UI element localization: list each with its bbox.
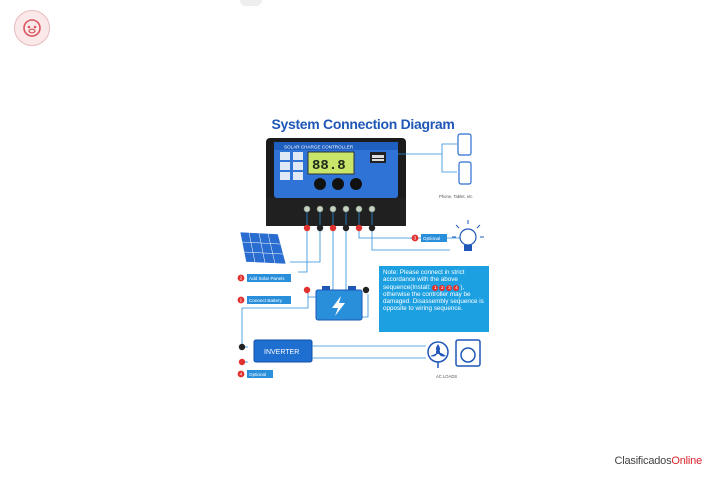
lcd-screen — [307, 151, 355, 175]
phone-icon — [458, 161, 472, 185]
brand-watermark: ClasificadosOnline — [614, 455, 702, 467]
step-2-number: 2 — [240, 276, 243, 281]
step-4-label: Optional — [249, 372, 266, 377]
step-4-number: 4 — [240, 372, 243, 377]
note-seq-2: 2 — [439, 284, 446, 291]
step-tag-3 — [411, 234, 447, 242]
controller-button-1 — [314, 178, 326, 190]
solar-panel-icon — [239, 231, 287, 265]
inverter-box — [253, 339, 313, 363]
lcd-readout: 88.8 — [312, 158, 346, 174]
step-1-label: Connect Battery — [249, 298, 283, 303]
fan-icon — [427, 341, 449, 368]
note-text-post: ), otherwise the controller may be damag… — [383, 283, 484, 313]
diagram-title: System Connection Diagram — [271, 116, 455, 132]
note-seq-3: 3 — [446, 284, 453, 291]
brand-main: Clasificados — [614, 455, 672, 467]
pig-logo-icon — [23, 19, 41, 37]
step-tag-4 — [237, 370, 273, 378]
step-tag-2 — [237, 274, 291, 282]
brand-accent: Online — [671, 455, 702, 467]
ac-loads-label: AC LOADS — [436, 374, 457, 379]
controller-button-3 — [350, 178, 362, 190]
washing-machine-icon — [455, 339, 481, 367]
controller-label: SOLAR CHARGE CONTROLLER — [284, 145, 354, 150]
step-1-number: 1 — [240, 298, 243, 303]
note-seq-4: 4 — [453, 284, 460, 291]
note-seq-1: 1 — [432, 284, 439, 291]
note-text-pre: Note: Please connect in strict accordanc… — [383, 269, 465, 291]
inverter-label: INVERTER — [264, 349, 299, 356]
phone-tablet-label: Phone, Tablet, etc — [439, 194, 472, 199]
battery-icon — [315, 286, 363, 321]
wiring-note: Note: Please connect in strict accordanc… — [379, 266, 489, 332]
light-bulb-icon — [452, 220, 484, 251]
tablet-icon — [457, 133, 472, 156]
step-3-number: 3 — [414, 236, 417, 241]
step-3-label: Optional — [423, 236, 440, 241]
step-2-label: Add Solar Panels — [249, 276, 285, 281]
top-edge-decoration — [240, 0, 262, 6]
controller-button-2 — [332, 178, 344, 190]
diagram-drawing: SOLAR CHARGE CONTROLLER 88.8 Phone, Tabl… — [237, 133, 484, 379]
step-tag-1 — [237, 296, 291, 304]
site-logo[interactable] — [14, 10, 50, 46]
system-connection-diagram: System Connection Diagram — [228, 112, 498, 382]
terminal-signs — [303, 224, 376, 232]
